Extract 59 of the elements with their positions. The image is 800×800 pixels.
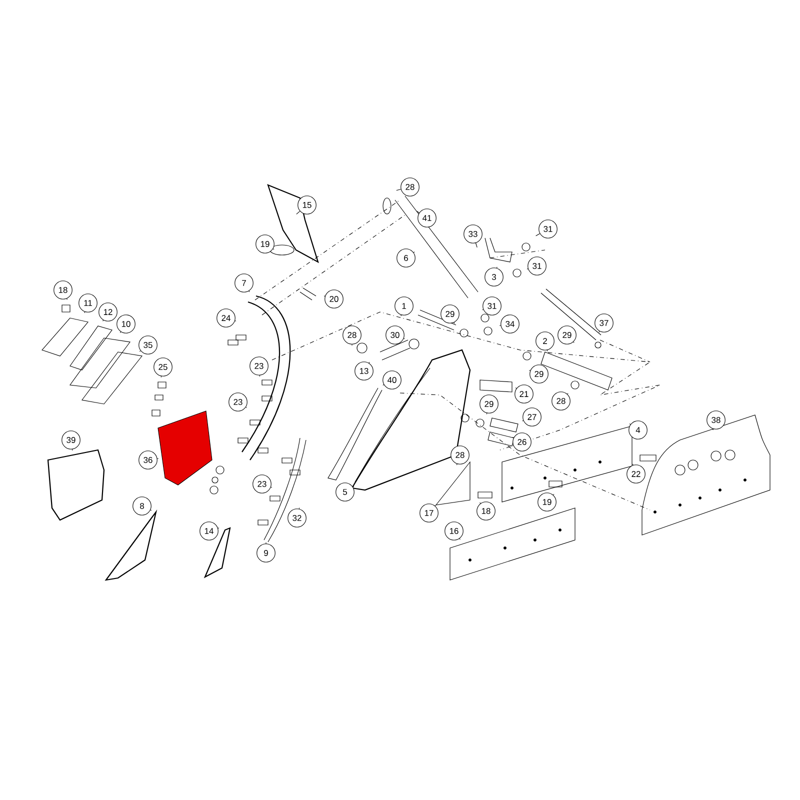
callout-number: 11 [78, 294, 98, 312]
callout-number: 29 [530, 364, 548, 384]
callout-number: 23 [250, 356, 268, 376]
callout-number: 37 [594, 314, 614, 332]
callout-number: 15 [298, 196, 316, 214]
leader-line [296, 210, 300, 214]
leader-line [413, 252, 415, 253]
callout-number: 41 [418, 208, 436, 228]
callout-number: 28 [400, 178, 420, 196]
callout-number: 33 [464, 224, 482, 244]
callout-number: 12 [98, 302, 118, 322]
callout-number: 28 [342, 326, 362, 344]
callout-number: 23 [228, 392, 248, 412]
callout-number: 4 [628, 420, 648, 440]
callout-number: 34 [500, 314, 520, 334]
callout-number: 35 [138, 336, 158, 354]
callout-number: 28 [450, 446, 470, 464]
callout-number: 30 [386, 326, 404, 344]
callout-number: 8 [132, 496, 152, 516]
callout-number: 18 [54, 280, 72, 300]
leader-line [396, 189, 402, 191]
callout-number: 18 [476, 502, 496, 520]
callout-number: 14 [200, 522, 218, 540]
callout-number: 26 [512, 432, 532, 452]
callout-number: 13 [354, 362, 374, 380]
callout-number: 29 [480, 394, 498, 414]
leader-line [475, 242, 478, 248]
callout-number: 29 [558, 326, 576, 344]
callout-number: 22 [626, 464, 646, 484]
leader-line [416, 210, 420, 214]
leader-line [536, 233, 540, 236]
callout-number: 36 [138, 450, 158, 470]
callout-number: 5 [336, 482, 354, 502]
callout-number: 31 [538, 220, 558, 238]
callout-number: 39 [62, 430, 80, 450]
callout-number: 1 [394, 296, 414, 316]
callout-number: 19 [256, 234, 274, 254]
callout-number: 10 [116, 314, 136, 334]
callout-number: 27 [522, 408, 542, 426]
callout-number: 31 [528, 256, 546, 276]
callout-number: 9 [256, 544, 276, 562]
callout-number: 32 [288, 508, 306, 528]
callout-number: 19 [538, 492, 556, 512]
callout-number: 23 [252, 474, 272, 494]
callout-number: 3 [484, 268, 504, 286]
callout-number: 31 [482, 296, 502, 316]
callout-number: 38 [706, 410, 726, 430]
callout-number: 2 [536, 332, 554, 350]
callout-number: 21 [514, 384, 534, 404]
callout-number: 40 [382, 370, 402, 390]
callout-number: 28 [552, 392, 570, 410]
callout-number: 24 [216, 308, 236, 328]
callout-number: 7 [234, 274, 254, 292]
callout-number: 20 [324, 290, 344, 308]
callout-number: 16 [444, 522, 464, 540]
callout-number: 6 [396, 248, 416, 268]
callout-number: 25 [154, 358, 172, 376]
callout-number: 29 [440, 304, 460, 324]
callout-number: 17 [420, 504, 438, 522]
